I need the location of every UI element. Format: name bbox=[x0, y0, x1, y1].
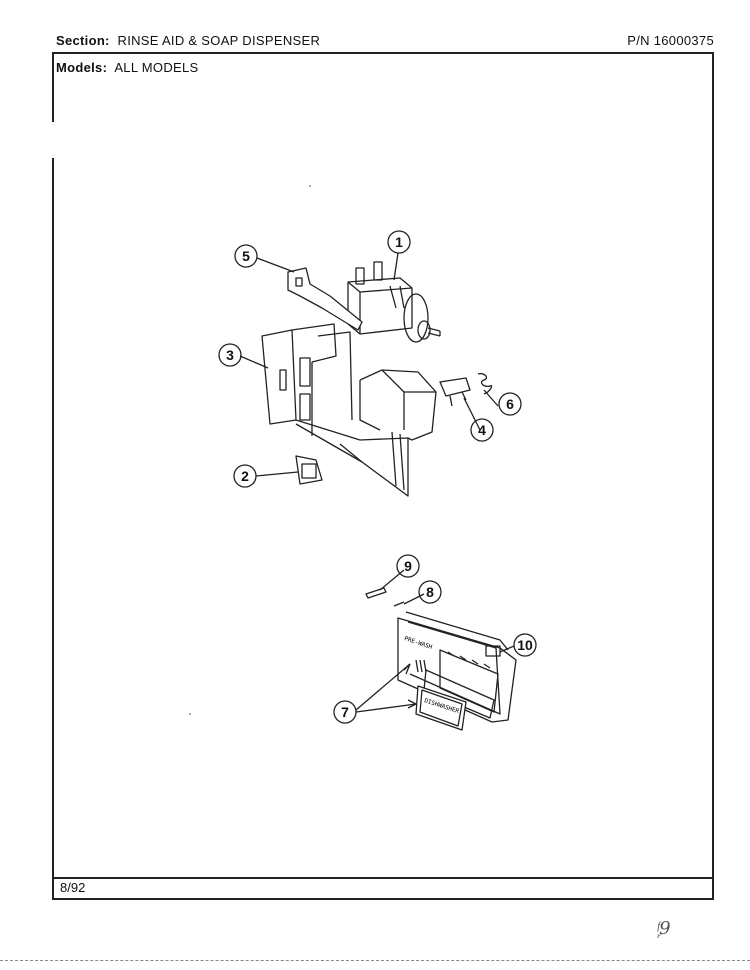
callout-circle-9 bbox=[396, 554, 420, 578]
part-8-pin bbox=[393, 601, 405, 607]
callout-3: 3 bbox=[226, 347, 234, 363]
callout-4: 4 bbox=[478, 422, 486, 438]
scan-edge-line bbox=[0, 960, 750, 961]
frame-bottom-border bbox=[52, 898, 714, 900]
part-1-actuator bbox=[347, 261, 441, 343]
frame-left-border bbox=[52, 158, 54, 900]
part-4-latch bbox=[439, 377, 471, 407]
callout-circle-2 bbox=[233, 464, 257, 488]
callout-10: 10 bbox=[517, 637, 533, 653]
frame-top-border bbox=[52, 52, 714, 54]
models-label: Models: bbox=[56, 60, 108, 75]
section-value: RINSE AID & SOAP DISPENSER bbox=[117, 33, 321, 48]
callout-circle-6 bbox=[498, 392, 522, 416]
callout-numbers: 1 2 3 4 5 6 7 8 9 10 bbox=[226, 234, 533, 720]
frame-right-border bbox=[712, 52, 714, 900]
callout-5: 5 bbox=[242, 248, 250, 264]
part-5-lever bbox=[287, 267, 363, 331]
models-value: ALL MODELS bbox=[114, 60, 199, 75]
part-2-button bbox=[295, 455, 323, 485]
callout-7: 7 bbox=[341, 704, 349, 720]
callout-circle-3 bbox=[218, 343, 242, 367]
section-heading: Section: RINSE AID & SOAP DISPENSER bbox=[56, 33, 320, 48]
part-6-spring bbox=[477, 372, 493, 395]
frame-left-border bbox=[52, 52, 54, 122]
part-number: P/N 16000375 bbox=[627, 33, 714, 48]
handwritten-mark: ᶠ᷊9 bbox=[656, 918, 671, 939]
section-label: Section: bbox=[56, 33, 110, 48]
callout-1: 1 bbox=[395, 234, 403, 250]
models-heading: Models: ALL MODELS bbox=[56, 60, 199, 75]
callout-2: 2 bbox=[241, 468, 249, 484]
callout-circles bbox=[218, 230, 537, 724]
part-3-bracket bbox=[261, 323, 437, 497]
part-9-pin bbox=[365, 587, 387, 599]
part-10-dispenser-cover bbox=[397, 611, 517, 723]
callout-circle-8 bbox=[418, 580, 442, 604]
callout-circle-1 bbox=[387, 230, 411, 254]
callout-circle-5 bbox=[234, 244, 258, 268]
part-7-label bbox=[415, 685, 467, 731]
callout-circle-7 bbox=[333, 700, 357, 724]
stray-dot bbox=[189, 713, 191, 715]
footer-divider bbox=[52, 877, 714, 879]
callout-8: 8 bbox=[426, 584, 434, 600]
revision-date: 8/92 bbox=[60, 880, 86, 895]
callout-6: 6 bbox=[506, 396, 514, 412]
callout-circle-4 bbox=[470, 418, 494, 442]
callout-circle-10 bbox=[513, 633, 537, 657]
callout-9: 9 bbox=[404, 558, 412, 574]
stray-dot bbox=[309, 185, 311, 187]
